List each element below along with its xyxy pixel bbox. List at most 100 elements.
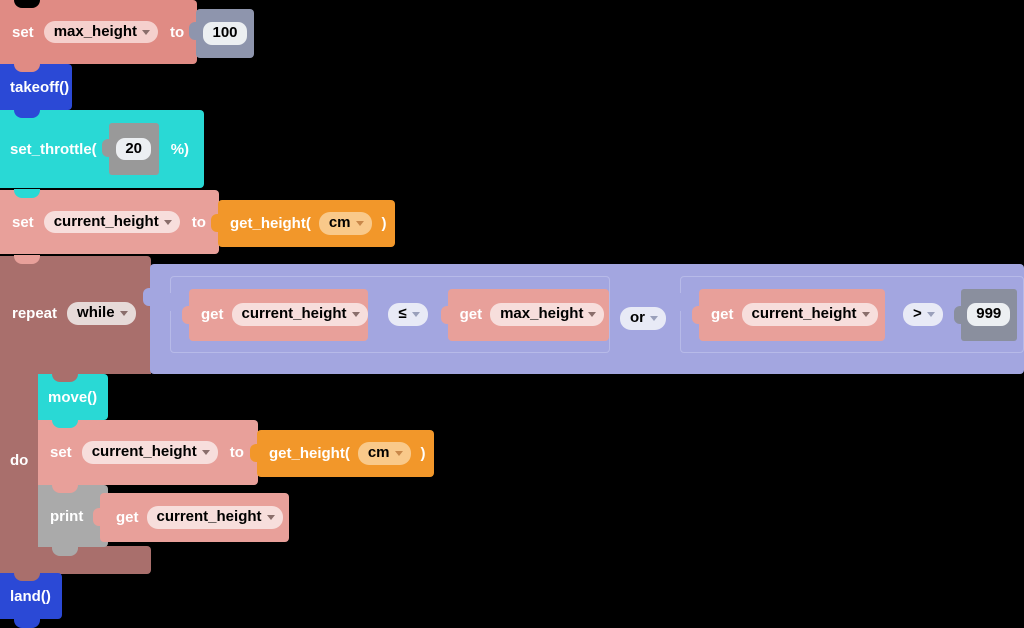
- repeat-keyword: repeat: [12, 304, 58, 322]
- block-repeat-loop[interactable]: repeat while: [0, 255, 160, 374]
- land-label: land(): [10, 587, 51, 605]
- variable-dropdown-max-height[interactable]: max_height: [43, 20, 159, 44]
- block-number-100[interactable]: 100: [189, 9, 254, 58]
- block-number-999[interactable]: 999: [953, 288, 1017, 341]
- notch-bottom: [52, 547, 78, 556]
- operator-dropdown-gt[interactable]: >: [903, 303, 943, 326]
- chevron-down-icon: [588, 312, 597, 317]
- variable-name: max_height: [53, 22, 138, 40]
- variable-name: current_height: [91, 443, 197, 461]
- block-get-height[interactable]: get_height( cm ): [211, 200, 395, 247]
- block-set-max-height[interactable]: set max_height to: [0, 0, 206, 64]
- left-plug: [164, 293, 172, 311]
- block-land[interactable]: land(): [0, 572, 62, 628]
- notch-top: [52, 419, 78, 428]
- operator-value: ≤: [398, 305, 407, 323]
- chevron-down-icon: [861, 312, 870, 317]
- variable-dropdown-current-height[interactable]: current_height: [43, 210, 180, 234]
- variable-dropdown-current-height[interactable]: current_height: [81, 441, 218, 464]
- variable-name: current_height: [241, 305, 347, 323]
- variable-dropdown-current-height[interactable]: current_height: [146, 506, 283, 529]
- notch-top: [52, 484, 78, 493]
- notch-top: [14, 255, 40, 264]
- chevron-down-icon: [926, 312, 935, 317]
- block-get-current-height-b[interactable]: get current_height: [692, 288, 885, 341]
- chevron-down-icon: [163, 219, 172, 225]
- get-keyword: get: [711, 306, 734, 323]
- left-plug: [182, 305, 190, 324]
- chevron-down-icon: [142, 29, 151, 35]
- chevron-down-icon: [201, 450, 210, 455]
- chevron-down-icon: [394, 451, 403, 456]
- block-get-current-height-a[interactable]: get current_height: [182, 288, 369, 341]
- block-set-throttle[interactable]: set_throttle( 20 %): [0, 109, 204, 188]
- loop-mode-dropdown[interactable]: while: [67, 302, 136, 325]
- operator-dropdown-le[interactable]: ≤: [388, 303, 428, 326]
- set-keyword: set: [50, 444, 72, 461]
- notch-top: [14, 109, 40, 118]
- get-height-suffix: ): [381, 215, 387, 232]
- takeoff-label: takeoff(): [10, 78, 70, 96]
- set-keyword: set: [12, 213, 34, 231]
- unit-value: cm: [367, 444, 390, 462]
- number-field-999[interactable]: 999: [967, 303, 1011, 326]
- get-height-prefix: get_height(: [269, 445, 350, 462]
- chevron-down-icon: [650, 315, 658, 321]
- notch-top: [14, 572, 40, 581]
- variable-name: current_height: [53, 212, 159, 230]
- operator-value: or: [630, 309, 645, 326]
- set-throttle-suffix: %): [170, 140, 190, 158]
- unit-dropdown[interactable]: cm: [318, 212, 372, 235]
- left-plug: [143, 288, 151, 306]
- number-field-20[interactable]: 20: [116, 137, 152, 161]
- move-label: move(): [48, 388, 98, 406]
- get-keyword: get: [459, 306, 483, 323]
- loop-mode-value: while: [77, 304, 115, 321]
- block-get-max-height[interactable]: get max_height: [440, 288, 609, 341]
- notch-top: [14, 63, 40, 72]
- block-compare-gt[interactable]: get current_height > 999: [674, 276, 1024, 353]
- get-keyword: get: [116, 509, 139, 526]
- get-height-suffix: ): [420, 445, 426, 462]
- do-keyword: do: [10, 452, 29, 469]
- variable-name: current_height: [751, 305, 857, 323]
- variable-dropdown-max-height[interactable]: max_height: [490, 303, 605, 326]
- set-keyword: set: [12, 23, 34, 41]
- left-plug: [93, 508, 101, 526]
- block-get-current-height-print[interactable]: get current_height: [93, 493, 289, 542]
- variable-dropdown-current-height[interactable]: current_height: [741, 303, 878, 326]
- get-keyword: get: [201, 306, 224, 323]
- chevron-down-icon: [411, 312, 420, 317]
- block-compare-le[interactable]: get current_height ≤ get max_height: [164, 276, 610, 353]
- left-plug: [101, 139, 110, 157]
- block-get-height-loop[interactable]: get_height( cm ): [250, 430, 434, 477]
- notch-top: [52, 373, 78, 382]
- print-label: print: [50, 507, 84, 525]
- unit-dropdown[interactable]: cm: [357, 442, 411, 465]
- chevron-down-icon: [266, 515, 275, 520]
- block-set-current-height[interactable]: set current_height to: [0, 189, 228, 254]
- left-plug: [440, 305, 449, 324]
- block-number-20[interactable]: 20: [101, 123, 159, 175]
- to-keyword: to: [191, 213, 206, 231]
- set-throttle-prefix: set_throttle(: [10, 140, 97, 158]
- left-plug: [692, 305, 700, 324]
- chevron-down-icon: [355, 221, 364, 226]
- chevron-down-icon: [351, 312, 360, 317]
- do-keyword-wrap: do: [10, 452, 28, 470]
- to-keyword: to: [170, 23, 185, 41]
- variable-dropdown-current-height[interactable]: current_height: [231, 303, 368, 326]
- operator-value: >: [913, 305, 922, 323]
- block-takeoff[interactable]: takeoff(): [0, 63, 72, 110]
- unit-value: cm: [328, 214, 351, 232]
- variable-name: max_height: [500, 305, 584, 323]
- operator-dropdown-or[interactable]: or: [620, 307, 666, 330]
- notch-top: [14, 0, 40, 8]
- block-move[interactable]: move(): [38, 373, 108, 420]
- block-set-current-height-loop[interactable]: set current_height to: [38, 419, 267, 485]
- left-plug: [674, 293, 682, 311]
- to-keyword: to: [229, 444, 244, 461]
- number-field-100[interactable]: 100: [203, 22, 247, 45]
- left-plug: [250, 444, 258, 462]
